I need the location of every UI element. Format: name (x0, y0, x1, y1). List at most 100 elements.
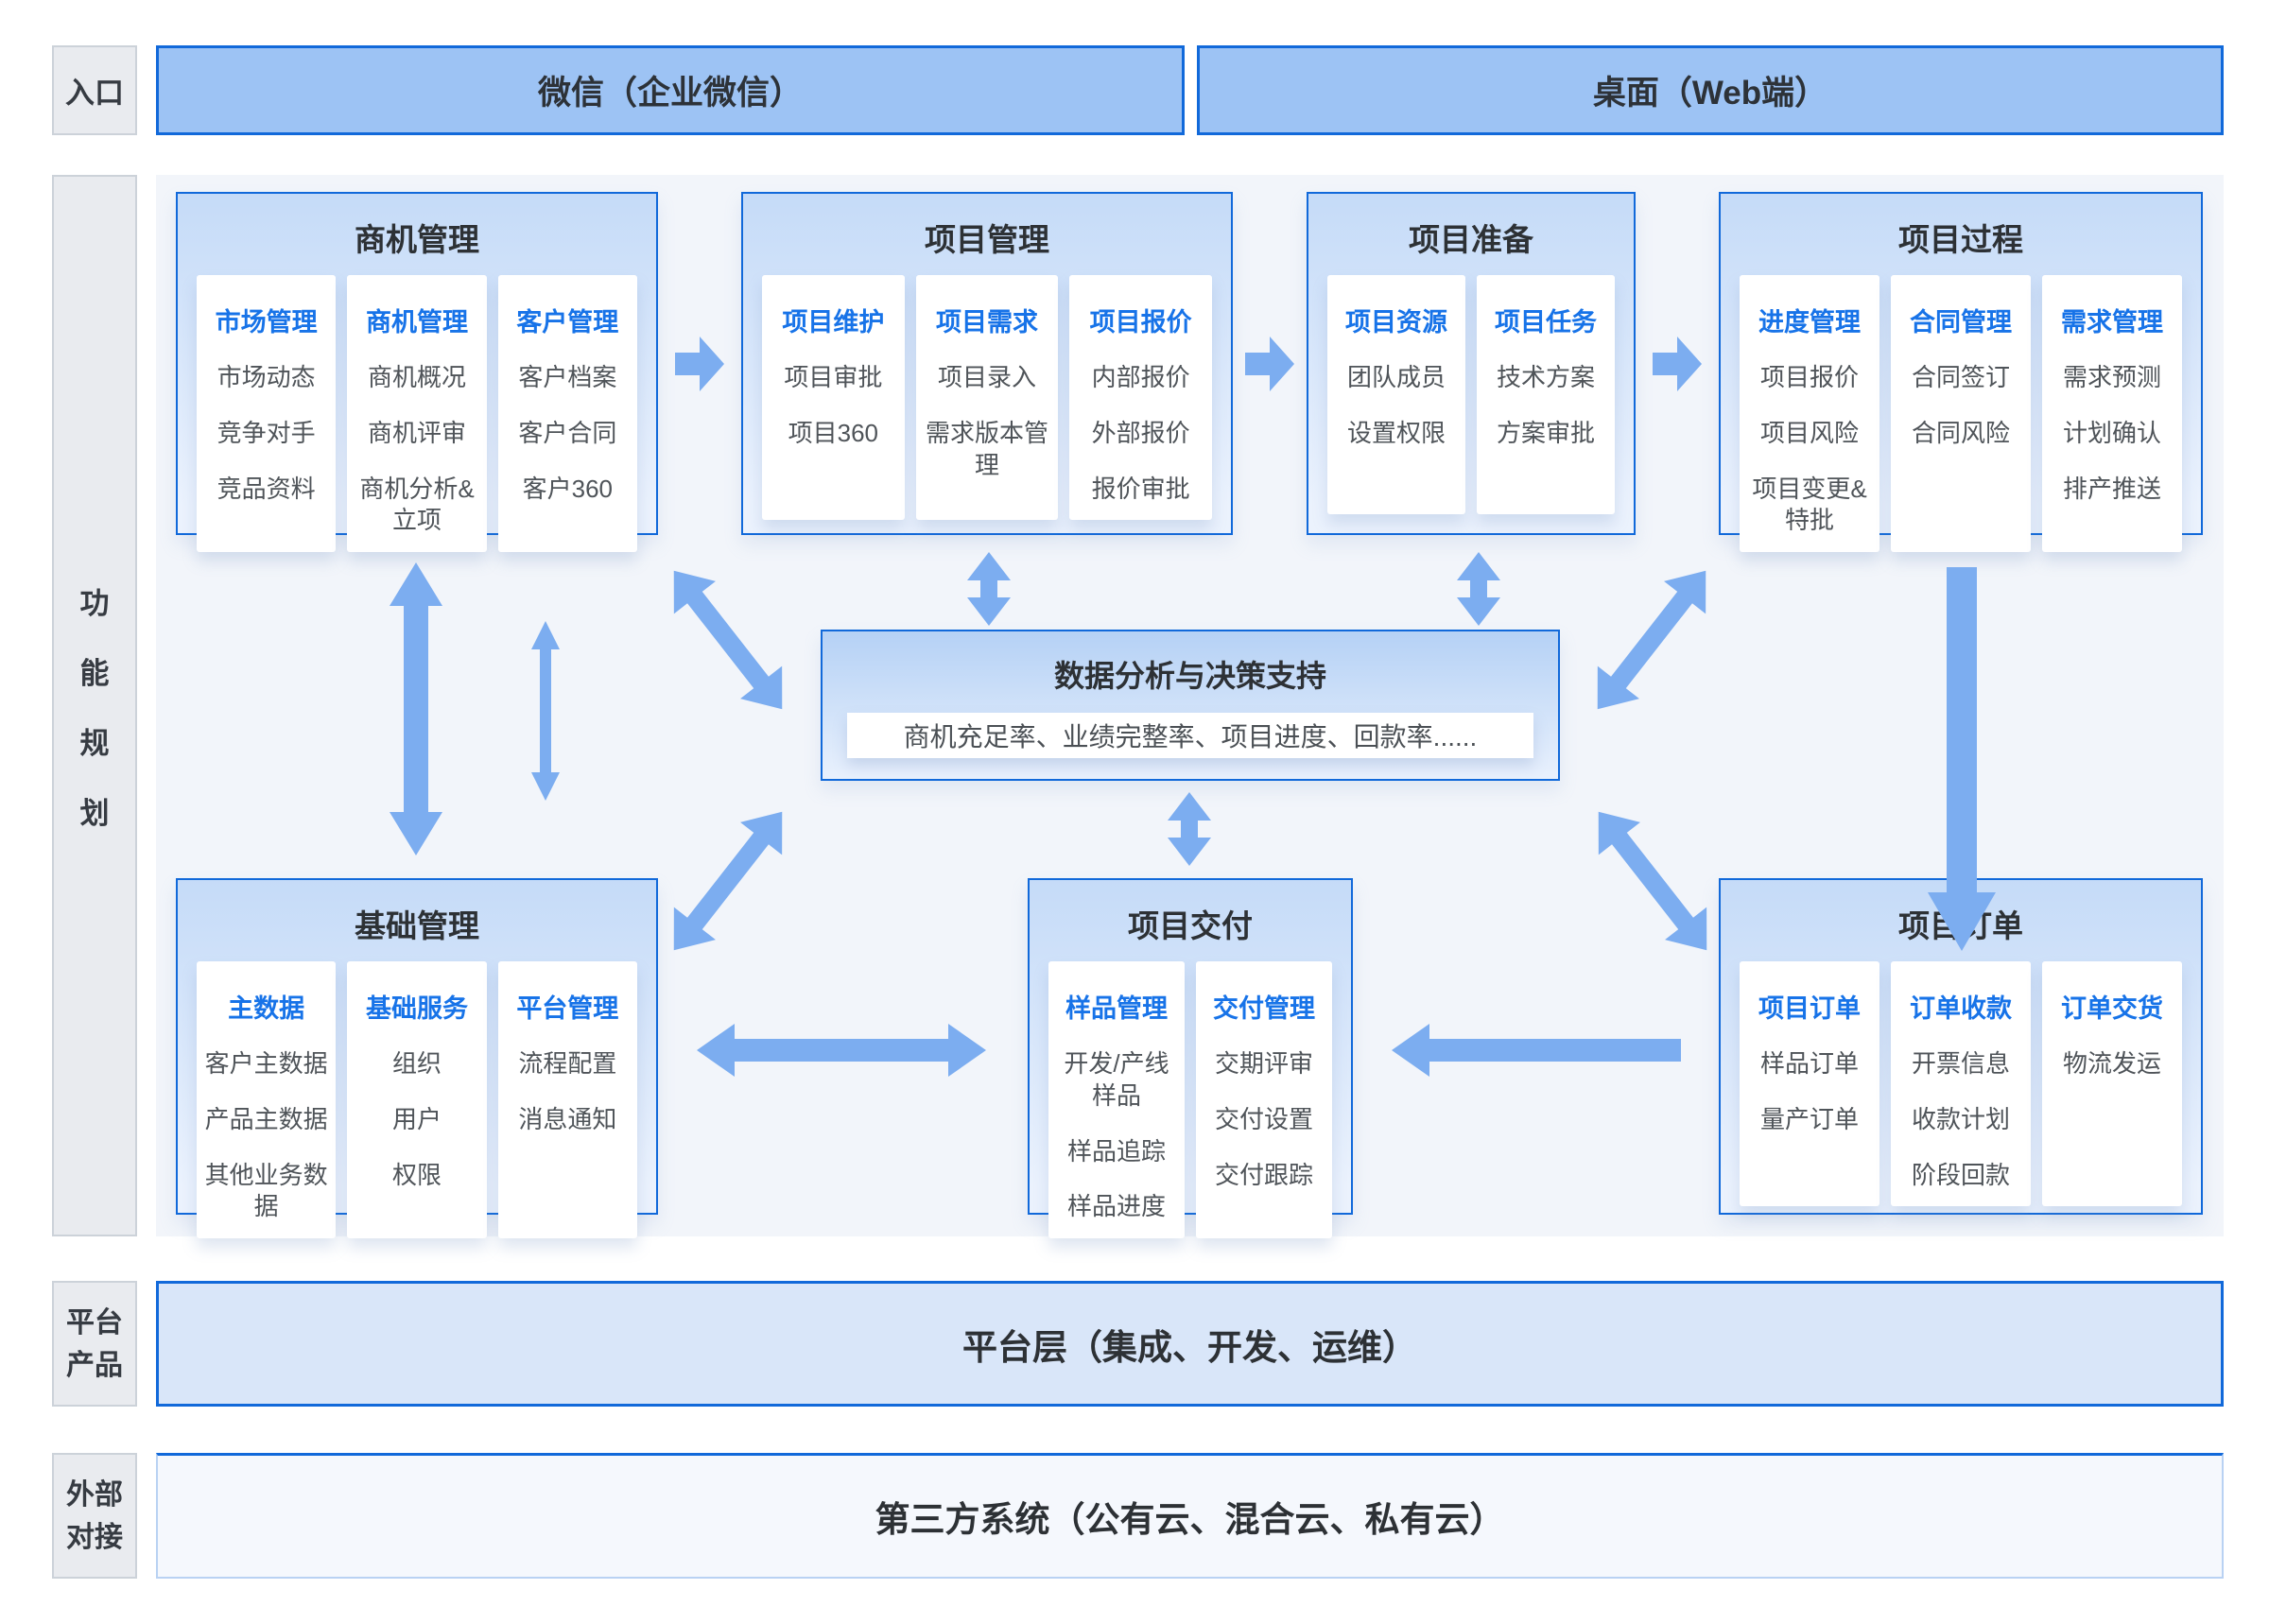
feature-card: 需求管理需求预测计划确认排产推送 (2042, 275, 2182, 553)
feature-item: 项目录入 (938, 363, 1037, 391)
third-party-system-label: 第三方系统（公有云、混合云、私有云） (875, 1500, 1505, 1539)
feature-item: 客户360 (522, 474, 614, 503)
sidebar-label-platform-product: 平台 产品 (52, 1281, 137, 1407)
feature-card-title: 平台管理 (516, 994, 619, 1023)
group-business-opportunity: 商机管理 市场管理市场动态竞争对手竞品资料商机管理商机概况商机评审商机分析&立项… (176, 192, 658, 553)
feature-item: 项目报价 (1759, 363, 1859, 391)
arrow-project-to-analysis (967, 552, 1011, 626)
feature-item: 阶段回款 (1911, 1160, 2010, 1189)
arrow-vertical-thin-opportunity-basic (531, 621, 560, 801)
feature-item: 技术方案 (1496, 363, 1595, 391)
feature-card: 项目维护项目审批项目360 (762, 275, 905, 521)
feature-item: 排产推送 (2062, 474, 2161, 503)
feature-item: 组织 (391, 1049, 442, 1078)
feature-card-title: 商机管理 (365, 308, 468, 337)
arrow-left-order-to-delivery (1392, 1024, 1681, 1077)
feature-card: 订单收款开票信息收款计划阶段回款 (1891, 961, 2031, 1207)
feature-item: 计划确认 (2062, 418, 2161, 447)
feature-card-title: 样品管理 (1065, 994, 1168, 1023)
data-analysis-box: 数据分析与决策支持 商机充足率、业绩完整率、项目进度、回款率...... (821, 630, 1560, 781)
arrow-diagonal-basic-analysis (653, 795, 804, 966)
group-cards: 样品管理开发/产线样品样品追踪样品进度交付管理交期评审交付设置交付跟踪 (1048, 961, 1332, 1239)
feature-item: 交付设置 (1214, 1104, 1313, 1133)
feature-card-title: 项目订单 (1758, 994, 1861, 1023)
feature-item: 商机评审 (367, 418, 466, 447)
arrow-right-opportunity-to-project (675, 337, 724, 391)
platform-layer-bar: 平台层（集成、开发、运维） (156, 1281, 2224, 1407)
entry-bar-desktop-label: 桌面（Web端） (1592, 75, 1828, 112)
group-basic-management: 基础管理 主数据客户主数据产品主数据其他业务数据基础服务组织用户权限平台管理流程… (176, 878, 658, 1239)
feature-item: 用户 (391, 1104, 442, 1133)
feature-item: 合同签订 (1911, 363, 2010, 391)
entry-bar-wechat-label: 微信（企业微信） (537, 75, 803, 112)
feature-card: 进度管理项目报价项目风险项目变更&特批 (1740, 275, 1879, 553)
sidebar-label-external-integration: 外部 对接 (52, 1453, 137, 1579)
feature-card: 项目订单样品订单量产订单 (1740, 961, 1879, 1207)
feature-card: 项目资源团队成员设置权限 (1327, 275, 1465, 514)
feature-item: 外部报价 (1091, 418, 1190, 447)
feature-item: 权限 (391, 1160, 442, 1189)
arrow-right-project-to-preparation (1245, 337, 1294, 391)
feature-item: 收款计划 (1911, 1104, 2010, 1133)
arrow-preparation-to-analysis (1457, 552, 1500, 626)
feature-item: 报价审批 (1091, 474, 1190, 503)
feature-card-title: 合同管理 (1910, 308, 2012, 337)
group-project-preparation: 项目准备 项目资源团队成员设置权限 项目任务技术方案方案审批 (1307, 192, 1636, 535)
feature-item: 交期评审 (1214, 1049, 1313, 1078)
feature-item: 样品进度 (1066, 1192, 1166, 1221)
group-title: 项目交付 (1128, 908, 1253, 943)
feature-card-title: 进度管理 (1758, 308, 1861, 337)
feature-item: 合同风险 (1911, 418, 2010, 447)
arrow-horizontal-basic-delivery (697, 1024, 986, 1077)
feature-card-title: 项目任务 (1495, 308, 1597, 337)
arrow-right-preparation-to-process (1653, 337, 1702, 391)
feature-item: 客户档案 (518, 363, 617, 391)
sidebar-label-entry-text: 入口 (65, 77, 124, 110)
feature-card: 客户管理客户档案客户合同客户360 (497, 275, 637, 553)
feature-item: 开发/产线样品 (1064, 1049, 1169, 1110)
sidebar-label-function-planning: 功 能 规 划 (52, 175, 137, 1236)
feature-item: 项目审批 (784, 363, 883, 391)
feature-card-title: 交付管理 (1213, 994, 1315, 1023)
feature-item: 竞争对手 (217, 418, 316, 447)
feature-item: 项目风险 (1759, 418, 1859, 447)
feature-item: 客户合同 (518, 418, 617, 447)
entry-bar-wechat: 微信（企业微信） (156, 45, 1185, 135)
feature-item: 项目变更&特批 (1752, 474, 1867, 535)
feature-item: 交付跟踪 (1214, 1160, 1313, 1189)
feature-item: 量产订单 (1759, 1104, 1859, 1133)
feature-item: 产品主数据 (204, 1104, 328, 1133)
feature-card-title: 项目资源 (1345, 308, 1447, 337)
platform-label-line: 平台 (66, 1306, 123, 1339)
feature-card-title: 订单交货 (2061, 994, 2163, 1023)
platform-label-line: 产品 (66, 1349, 123, 1381)
group-title: 基础管理 (355, 908, 479, 943)
feature-card: 项目需求项目录入需求版本管理 (915, 275, 1059, 521)
arrow-vertical-opportunity-basic (390, 562, 442, 855)
feature-card: 合同管理合同签订合同风险 (1891, 275, 2031, 553)
sidebar-label-entry: 入口 (52, 45, 137, 135)
feature-card-title: 项目需求 (936, 308, 1038, 337)
arrow-diagonal-process-analysis (1577, 554, 1727, 725)
feature-card: 项目报价内部报价外部报价报价审批 (1069, 275, 1213, 521)
feature-item: 方案审批 (1496, 418, 1595, 447)
feature-item: 需求预测 (2062, 363, 2161, 391)
feature-item: 设置权限 (1346, 418, 1446, 447)
feature-card: 样品管理开发/产线样品样品追踪样品进度 (1048, 961, 1185, 1239)
group-title: 商机管理 (355, 222, 479, 257)
arrow-down-process-to-order (1928, 567, 1996, 951)
group-project-order: 项目订单 项目订单样品订单量产订单订单收款开票信息收款计划阶段回款订单交货物流发… (1719, 878, 2203, 1215)
feature-item: 内部报价 (1091, 363, 1190, 391)
feature-item: 开票信息 (1911, 1049, 2010, 1078)
function-char: 功 (79, 587, 110, 620)
group-title: 项目准备 (1409, 222, 1533, 257)
data-analysis-title: 数据分析与决策支持 (1053, 659, 1326, 693)
feature-card-title: 基础服务 (365, 994, 468, 1023)
feature-card: 主数据客户主数据产品主数据其他业务数据 (197, 961, 337, 1239)
feature-item: 项目360 (788, 418, 879, 447)
feature-card-title: 需求管理 (2061, 308, 2163, 337)
feature-item: 商机概况 (367, 363, 466, 391)
group-title: 项目过程 (1898, 222, 2023, 257)
